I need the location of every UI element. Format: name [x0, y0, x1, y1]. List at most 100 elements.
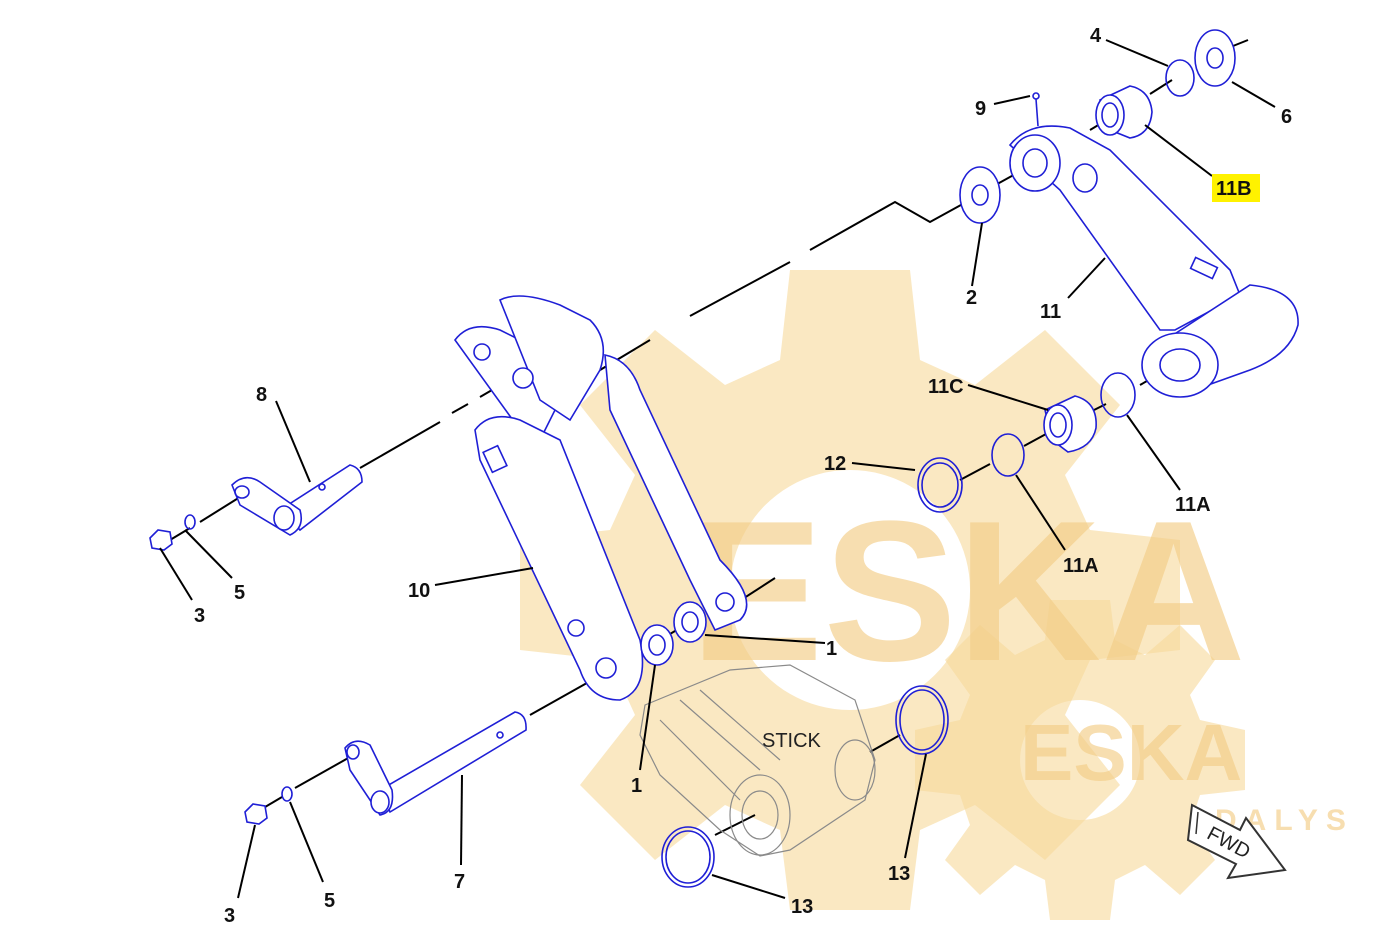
part-11a-seal-right — [1100, 372, 1136, 418]
watermark: ESKA ESKA DALYS — [520, 270, 1346, 920]
bushing-11b-face — [1095, 94, 1125, 136]
axis-segment — [451, 403, 469, 414]
leader-3-lower — [237, 824, 256, 899]
part-7-pin — [344, 711, 527, 816]
fitting-shank — [1035, 98, 1039, 127]
fwd-arrow-icon — [1186, 803, 1287, 880]
callout-5-upper: 5 — [234, 582, 245, 604]
part-13-ring-right-inner — [899, 689, 945, 751]
leader-12 — [851, 462, 916, 471]
leader-6 — [1231, 81, 1276, 108]
link-hole-lower — [595, 657, 617, 679]
callout-10: 10 — [408, 580, 430, 602]
upper-link-eye-bore — [1022, 148, 1048, 178]
part-5-washer-upper — [184, 514, 196, 530]
watermark-brand-small: ESKA — [1020, 708, 1242, 797]
callout-11a-right: 11A — [1175, 494, 1211, 516]
axis-segment — [809, 199, 971, 251]
link-upper-plate-rear — [498, 295, 605, 422]
leader-13-left — [711, 874, 786, 899]
leader-11a-right — [1126, 414, 1181, 491]
callout-11: 11 — [1040, 301, 1061, 323]
part-11b-bushing — [1095, 85, 1153, 139]
pin-7-end — [370, 790, 390, 814]
part-12-ring — [917, 457, 963, 513]
fwd-arrow-bevel — [1195, 811, 1199, 835]
seals-and-shims — [640, 29, 1236, 888]
callout-8: 8 — [256, 384, 267, 406]
part-1-shim-upper-hole — [681, 611, 699, 633]
link-main-bar — [474, 415, 644, 701]
watermark-gear-icon — [520, 270, 1245, 920]
part-6-shim-hole — [1206, 47, 1224, 69]
fitting-head — [1032, 92, 1040, 100]
callout-13-left: 13 — [791, 896, 813, 918]
bushing-11b-bore — [1101, 102, 1119, 128]
upper-link-nameplate — [1189, 256, 1219, 280]
upper-link-boss-face — [1141, 332, 1219, 398]
part-13-ring-left-inner — [665, 830, 711, 884]
axis-segment — [1093, 403, 1107, 411]
part-1-shim-lower — [640, 624, 674, 666]
callout-11b: 11B — [1216, 178, 1252, 200]
axis-segment — [359, 421, 441, 469]
stick-outline — [639, 664, 876, 857]
leader-2 — [971, 222, 983, 287]
leader-7 — [460, 774, 463, 866]
part-8-pin — [231, 464, 363, 536]
leader-13-right — [904, 753, 927, 859]
part-2-shim-hole — [971, 184, 989, 206]
callout-11a-left: 11A — [1063, 555, 1099, 577]
callout-13-right: 13 — [888, 863, 910, 885]
callout-3-upper: 3 — [194, 605, 205, 627]
callout-1-left: 1 — [631, 775, 642, 797]
axis-segment — [1149, 79, 1173, 95]
fasteners — [149, 514, 293, 825]
part-2-shim — [959, 166, 1001, 224]
pin-8-plate-hole — [234, 485, 250, 499]
leader-8 — [275, 400, 311, 483]
upper-link-eye — [1009, 134, 1061, 192]
callout-1-right: 1 — [826, 638, 837, 660]
stick-label: STICK — [762, 730, 822, 752]
upper-link-hole — [1072, 163, 1098, 193]
stick-bore-inner — [741, 790, 779, 840]
part-13-ring-right — [895, 685, 949, 755]
part-5-washer-lower — [281, 786, 293, 802]
callout-3-lower: 3 — [224, 905, 235, 927]
bushing-11c-bore — [1049, 412, 1067, 438]
link-nameplate — [482, 444, 508, 474]
stick: STICK — [639, 664, 876, 857]
link-grease-fitting-lower — [567, 619, 585, 637]
part-13-ring-left — [661, 826, 715, 888]
leader-4 — [1105, 39, 1169, 67]
leader-3-upper — [159, 547, 193, 601]
callout-7: 7 — [454, 871, 465, 893]
callout-9: 9 — [975, 98, 986, 120]
part-3-bolt-upper — [149, 529, 173, 551]
callout-highlight — [1212, 174, 1260, 202]
leader-11a-left — [1015, 474, 1066, 551]
part-1-shim-upper — [673, 601, 707, 643]
leader-11c — [967, 384, 1049, 411]
part-10-link — [454, 295, 748, 701]
fwd-indicator: FWD — [1186, 803, 1287, 880]
callout-12: 12 — [824, 453, 846, 475]
part-11c-bushing — [1043, 395, 1097, 453]
part-11-upper-link — [1008, 125, 1299, 398]
bushing-11c-face — [1043, 404, 1073, 446]
callout-2: 2 — [966, 287, 977, 309]
stick-hatch — [659, 689, 781, 801]
callout-5-lower: 5 — [324, 890, 335, 912]
leader-11 — [1067, 257, 1106, 299]
leader-lines — [159, 39, 1276, 899]
axis-segment — [959, 463, 991, 481]
leader-1-right — [704, 634, 826, 644]
part-3-bolt-lower — [244, 803, 268, 825]
axis-segment — [1023, 433, 1047, 447]
callout-4: 4 — [1090, 25, 1102, 47]
leader-9 — [993, 95, 1031, 105]
link-hole-upper — [512, 367, 534, 389]
link-hole-side — [715, 592, 735, 612]
